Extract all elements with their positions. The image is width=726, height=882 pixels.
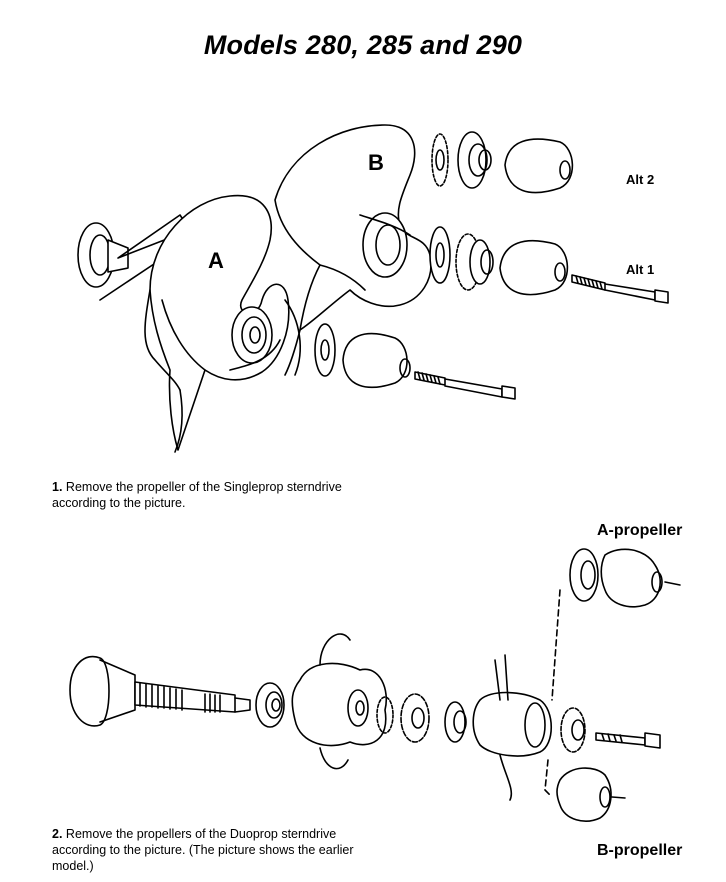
propeller-b-label: B <box>368 150 384 175</box>
a-propeller-cone-icon <box>569 548 681 608</box>
b-propeller-label: B-propeller <box>597 842 683 859</box>
alt1-washer-icon <box>429 226 451 284</box>
lock-washer-icon <box>376 696 394 734</box>
alt-2-label: Alt 2 <box>626 172 655 187</box>
dashed-guide-line-icon <box>544 589 561 796</box>
step-1-line-2: according to the picture. <box>52 496 186 510</box>
lower-washer-icon <box>314 323 336 377</box>
alt-1-label: Alt 1 <box>626 262 655 277</box>
propeller-a-label: A <box>208 248 224 273</box>
propeller-a-icon <box>144 194 301 453</box>
sleeve-icon <box>444 701 467 743</box>
step-2-number: 2. <box>52 827 63 841</box>
step-2-instruction: 2. Remove the propellers of the Duoprop … <box>52 826 354 874</box>
lower-bolt-icon <box>414 371 516 400</box>
step-2-line-3: model.) <box>52 859 94 873</box>
nut-icon <box>560 707 586 753</box>
spacer-ring-icon <box>255 682 285 728</box>
propeller-b-hub-icon <box>472 654 552 801</box>
splined-washer-icon <box>400 693 430 743</box>
shaft-icon <box>69 655 251 727</box>
duoprop-exploded-illustration <box>69 548 681 822</box>
step-2-line-1: Remove the propellers of the Duoprop ste… <box>65 827 337 841</box>
flange-icon <box>77 214 191 301</box>
alt2-nut-washer-icon <box>431 131 492 189</box>
alt2-cone-icon <box>504 138 574 194</box>
alt1-nut-icon <box>455 233 494 291</box>
b-propeller-cone-icon <box>556 767 626 822</box>
step-1-line-1: Remove the propeller of the Singleprop s… <box>65 480 342 494</box>
alt1-bolt-icon <box>571 274 669 304</box>
lower-cone-icon <box>342 332 411 389</box>
propeller-b-icon <box>274 124 432 376</box>
step-2-line-2: according to the picture. (The picture s… <box>52 843 354 857</box>
propeller-a-hub-icon <box>291 633 387 770</box>
page-title: Models 280, 285 and 290 <box>203 30 523 60</box>
alt1-cone-icon <box>499 240 569 296</box>
step-1-instruction: 1. Remove the propeller of the Singlepro… <box>52 479 342 511</box>
a-propeller-label: A-propeller <box>597 522 683 539</box>
step-1-number: 1. <box>52 480 63 494</box>
bolt-icon <box>595 732 661 749</box>
